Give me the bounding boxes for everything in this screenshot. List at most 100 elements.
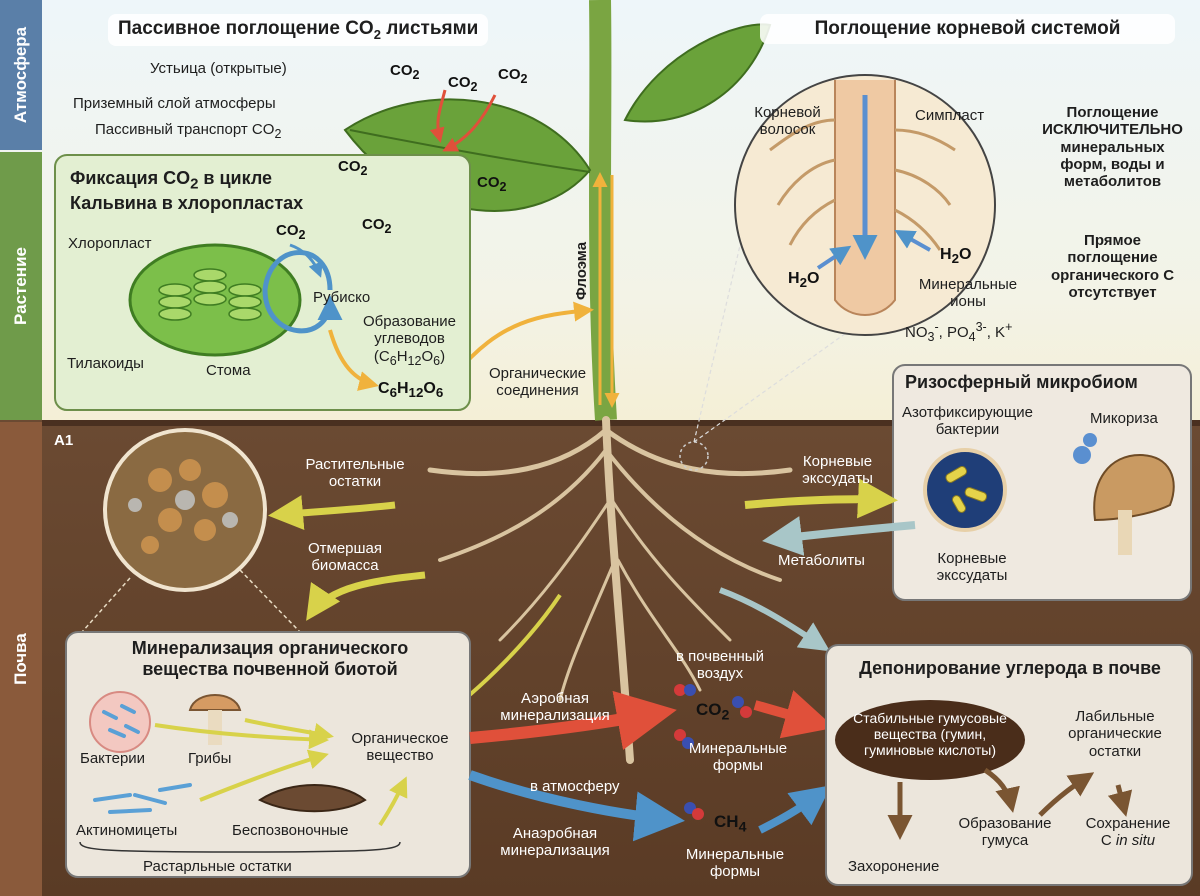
anaerobic-arrow [468,770,685,842]
rhizo-title: Ризосферный микробиом [905,372,1138,392]
bacteria-cells [945,465,988,513]
label-burial: Захоронение [848,858,940,875]
horizon-label: А1 [54,432,74,449]
residues-brace [79,841,401,853]
zone-bar-soil: Почва [0,422,42,896]
label-mycorrhiza: Микориза [1090,410,1158,427]
mycorrhiza-spore-2 [1083,433,1097,447]
water-label-right: H2O [940,246,972,267]
exudates-arrow [744,478,898,519]
label-bacteria: Бактерии [80,750,146,767]
label-fungi: Грибы [188,750,232,767]
label-actinomycetes: Актиномицеты [76,822,178,839]
root-hairs [769,118,956,251]
mineral-grains [128,490,238,528]
soil-grains [141,459,228,554]
humus-ellipse [835,700,1025,780]
water-in-arrow-right [894,230,931,252]
fungi-icon-stem [208,710,222,745]
co2-label-6: CO2 [362,216,392,236]
root-to-deposit-arrow [718,587,831,652]
label-plant-remains: Растарльные остатки [143,858,292,875]
co2-molecules [674,684,752,749]
mycorrhiza-spore-1 [1073,446,1091,464]
label-thylakoids: Тилакоиды [67,355,144,372]
actinomycetes-icon [93,783,192,814]
label-phloem: Флоэма [573,241,590,300]
bacteria-icon [89,691,151,753]
label-invertebrates: Беспозвоночные [232,822,349,839]
co2-label-1: CO2 [390,62,420,82]
co2-in-arrow-1 [429,89,447,143]
title-leaf-absorption: Пассивное поглощение CO2 листьями [108,14,489,46]
zone-bar-atmosphere: Атмосфера [0,0,42,150]
title-root-absorption: Поглощение корневой системой [760,14,1175,44]
soil-surface-line [42,420,1200,426]
root-system [427,416,793,764]
deposition-arrows [887,767,1133,840]
calvin-cycle-arrow [262,250,343,334]
zoom-line-soil-a [81,577,131,633]
label-stomata: Устьица (открытые) [150,60,287,77]
bacteria-icon-cells [102,704,140,738]
zone-bar-plant: Растение [0,152,42,420]
fungi-icon [188,694,242,711]
leaf-left-vein [349,129,591,173]
label-to-atmosphere: в атмосферу [530,778,620,795]
co2-label-4: CO2 [338,158,368,178]
label-ion-formulas: NO3-, PO43-, K+ [905,320,1013,344]
label-chloroplast: Хлоропласт [68,235,152,252]
deposition-title: Депонирование углерода в почве [859,658,1161,678]
bacteria-circle [923,448,1007,532]
root-zoom-marker [679,441,709,471]
ch4-molecule [684,802,704,820]
residues-arrow [268,495,396,531]
metabolites-arrow [762,516,916,556]
glucose-label: C6H12O6 [378,380,444,401]
aerobic-arrow [469,690,677,750]
ch4-to-deposit-arrow [758,785,832,834]
mycorrhiza-cap [1093,453,1175,522]
label-stroma: Стома [206,362,251,379]
label-rubisco: Рубиско [313,289,371,306]
mycorrhiza-stem [1118,510,1132,555]
co2-label-soil: CO2 [696,700,730,724]
thylakoid-stacks [158,268,262,321]
label-passive-transport: Пассивный транспорт CO2 [95,121,282,141]
co2-label-2: CO2 [448,74,478,94]
glucose-arrow [328,329,379,391]
biota-arrows [154,718,408,827]
mineralization-box [65,631,471,878]
ch4-label: CH4 [714,812,747,836]
label-symplast: Симпласт [915,107,985,124]
label-surface-layer: Приземный слой атмосферы [73,95,276,112]
co2-label-calvin: CO2 [276,222,306,242]
dead-biomass-arrow [306,571,426,621]
co2-into-cycle-arrow [289,243,323,278]
water-in-arrow-left [816,245,852,270]
